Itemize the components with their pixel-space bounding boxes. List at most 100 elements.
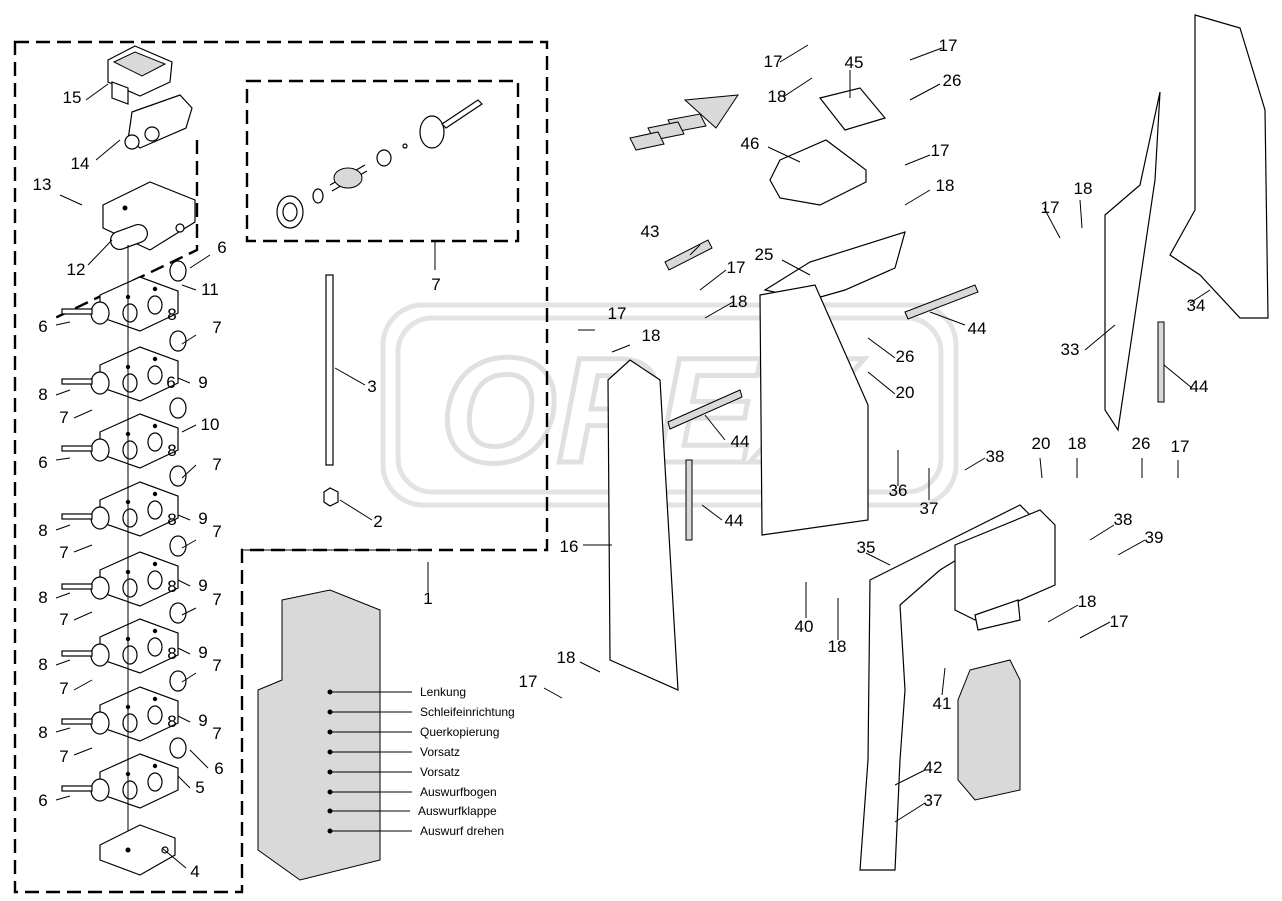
valve-label-auswurfdrehen: Auswurf drehen <box>420 824 504 838</box>
callout-7: 7 <box>212 522 221 541</box>
callout-26: 26 <box>896 347 915 366</box>
panel-part-16 <box>607 359 679 691</box>
valve-section <box>61 465 187 537</box>
callout-46: 46 <box>741 134 760 153</box>
callout-7: 7 <box>59 747 68 766</box>
callout-8: 8 <box>167 510 176 529</box>
callout-9: 9 <box>198 373 207 392</box>
valve-section <box>61 260 187 332</box>
valve-section <box>61 330 187 402</box>
valve-section <box>61 737 187 809</box>
frame-part-35 <box>859 504 1031 871</box>
valve-section <box>61 602 187 674</box>
callout-25: 25 <box>755 245 774 264</box>
callout-33: 33 <box>1061 340 1080 359</box>
callout-37: 37 <box>924 791 943 810</box>
callout-6: 6 <box>38 791 47 810</box>
callout-40: 40 <box>795 617 814 636</box>
callout-8: 8 <box>38 521 47 540</box>
callout-41: 41 <box>933 694 952 713</box>
callout-20: 20 <box>1032 434 1051 453</box>
callout-18: 18 <box>729 292 748 311</box>
callout-18: 18 <box>828 637 847 656</box>
direction-arrow <box>629 94 739 151</box>
callout-9: 9 <box>198 643 207 662</box>
callout-43: 43 <box>641 222 660 241</box>
callout-36: 36 <box>889 481 908 500</box>
panel-mid <box>759 284 869 536</box>
callout-18: 18 <box>936 176 955 195</box>
solenoid-coil-part-14 <box>124 94 193 150</box>
valve-block-overview <box>257 589 381 881</box>
callout-39: 39 <box>1145 528 1164 547</box>
valve-section <box>61 397 187 469</box>
callout-1: 1 <box>423 589 432 608</box>
callout-6: 6 <box>166 373 175 392</box>
callout-9: 9 <box>198 711 207 730</box>
callout-5: 5 <box>195 778 204 797</box>
callout-7: 7 <box>212 590 221 609</box>
callout-7: 7 <box>212 455 221 474</box>
cover-part-46 <box>769 139 867 206</box>
callout-17: 17 <box>519 672 538 691</box>
valve-label-auswurfklappe: Auswurfklappe <box>418 804 497 818</box>
valve-label-schleife: Schleifeinrichtung <box>420 705 515 719</box>
callout-18: 18 <box>1078 592 1097 611</box>
callout-2: 2 <box>373 512 382 531</box>
callout-6: 6 <box>214 759 223 778</box>
callout-12: 12 <box>67 260 86 279</box>
valve-function-labels: LenkungSchleifeinrichtungQuerkopierungVo… <box>327 685 515 838</box>
callout-8: 8 <box>167 305 176 324</box>
callout-20: 20 <box>896 383 915 402</box>
callout-18: 18 <box>768 87 787 106</box>
callout-26: 26 <box>943 71 962 90</box>
callout-15: 15 <box>63 88 82 107</box>
callout-17: 17 <box>1110 612 1129 631</box>
tie-rod-part-3 <box>325 274 334 466</box>
callout-9: 9 <box>198 576 207 595</box>
callout-6: 6 <box>38 453 47 472</box>
callout-6: 6 <box>38 317 47 336</box>
callout-8: 8 <box>38 385 47 404</box>
callout-7: 7 <box>212 724 221 743</box>
panel-part-34 <box>1169 14 1269 319</box>
assembly-boundary-7 <box>245 79 520 243</box>
callout-17: 17 <box>939 36 958 55</box>
callout-17: 17 <box>931 141 950 160</box>
valve-label-vorsatz1: Vorsatz <box>420 745 460 759</box>
callout-10: 10 <box>201 415 220 434</box>
sensor-cap-part-15 <box>107 45 173 105</box>
callout-44: 44 <box>968 319 987 338</box>
callout-8: 8 <box>38 723 47 742</box>
callout-45: 45 <box>845 53 864 72</box>
callout-44: 44 <box>725 511 744 530</box>
cartridge-part-7 <box>276 99 483 229</box>
callout-42: 42 <box>924 758 943 777</box>
callout-8: 8 <box>167 712 176 731</box>
cover-part-45 <box>818 87 887 131</box>
callout-18: 18 <box>1074 179 1093 198</box>
valve-section <box>61 535 187 607</box>
callout-18: 18 <box>557 648 576 667</box>
callout-17: 17 <box>727 258 746 277</box>
valve-stack <box>61 245 187 845</box>
callout-8: 8 <box>38 655 47 674</box>
callout-17: 17 <box>764 52 783 71</box>
callout-44: 44 <box>1190 377 1209 396</box>
callout-11: 11 <box>201 280 219 299</box>
callout-13: 13 <box>33 175 52 194</box>
callout-7: 7 <box>59 610 68 629</box>
callout-6: 6 <box>217 238 226 257</box>
panel-part-33 <box>1104 91 1161 432</box>
callout-35: 35 <box>857 538 876 557</box>
valve-label-vorsatz2: Vorsatz <box>420 765 460 779</box>
valve-label-auswurfbogen: Auswurfbogen <box>420 785 497 799</box>
callout-34: 34 <box>1187 296 1206 315</box>
callout-8: 8 <box>167 441 176 460</box>
valve-label-lenkung: Lenkung <box>420 685 466 699</box>
callout-7: 7 <box>59 543 68 562</box>
callout-7: 7 <box>59 679 68 698</box>
callout-4: 4 <box>190 862 199 881</box>
